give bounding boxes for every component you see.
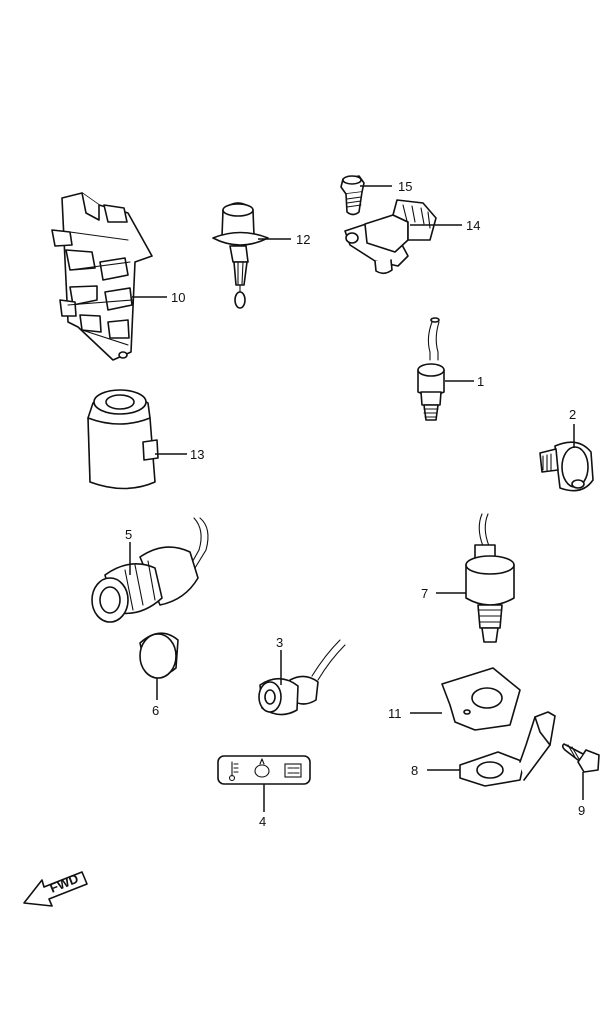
- callout-10: 10: [171, 290, 185, 305]
- part-9-bolt: [561, 743, 600, 773]
- callout-11: 11: [388, 706, 402, 721]
- part-1-sensor: [417, 317, 445, 421]
- callout-8: 8: [411, 763, 418, 778]
- part-7-pressure-switch: [465, 513, 515, 643]
- part-2-knock-sensor: [539, 441, 594, 492]
- callout-14: 14: [466, 218, 480, 233]
- callout-9: 9: [578, 803, 585, 818]
- thermometer-icon: [228, 761, 239, 782]
- part-14-map-sensor: [344, 199, 437, 275]
- callout-6: 6: [152, 703, 159, 718]
- part-8-bracket: [459, 711, 556, 787]
- callout-1: 1: [477, 374, 484, 389]
- callout-4: 4: [259, 814, 266, 829]
- callout-13: 13: [190, 447, 204, 462]
- callout-5: 5: [125, 527, 132, 542]
- part-3-grommet: [258, 639, 346, 716]
- callout-12: 12: [296, 232, 310, 247]
- part-4-indicator-label: [217, 755, 311, 785]
- oil-pressure-icon: [254, 758, 270, 778]
- callout-2: 2: [569, 407, 576, 422]
- part-12-temp-sensor: [212, 202, 269, 309]
- callout-numbers: 15 14 12 10 1 2 13 5 7 3 6 11 8 4 9: [125, 179, 585, 829]
- part-13-cap: [87, 389, 159, 490]
- part-6-plug: [139, 632, 179, 679]
- part-10-bracket: [51, 192, 153, 361]
- battery-icon: [284, 763, 302, 778]
- callout-3: 3: [276, 635, 283, 650]
- part-15-bolt: [340, 175, 365, 216]
- leader-lines: [129, 185, 584, 812]
- callout-7: 7: [421, 586, 428, 601]
- fwd-arrow-icon: FWD: [23, 871, 88, 907]
- part-11-gasket: [441, 667, 521, 731]
- part-5-grommet: [91, 517, 209, 623]
- callout-15: 15: [398, 179, 412, 194]
